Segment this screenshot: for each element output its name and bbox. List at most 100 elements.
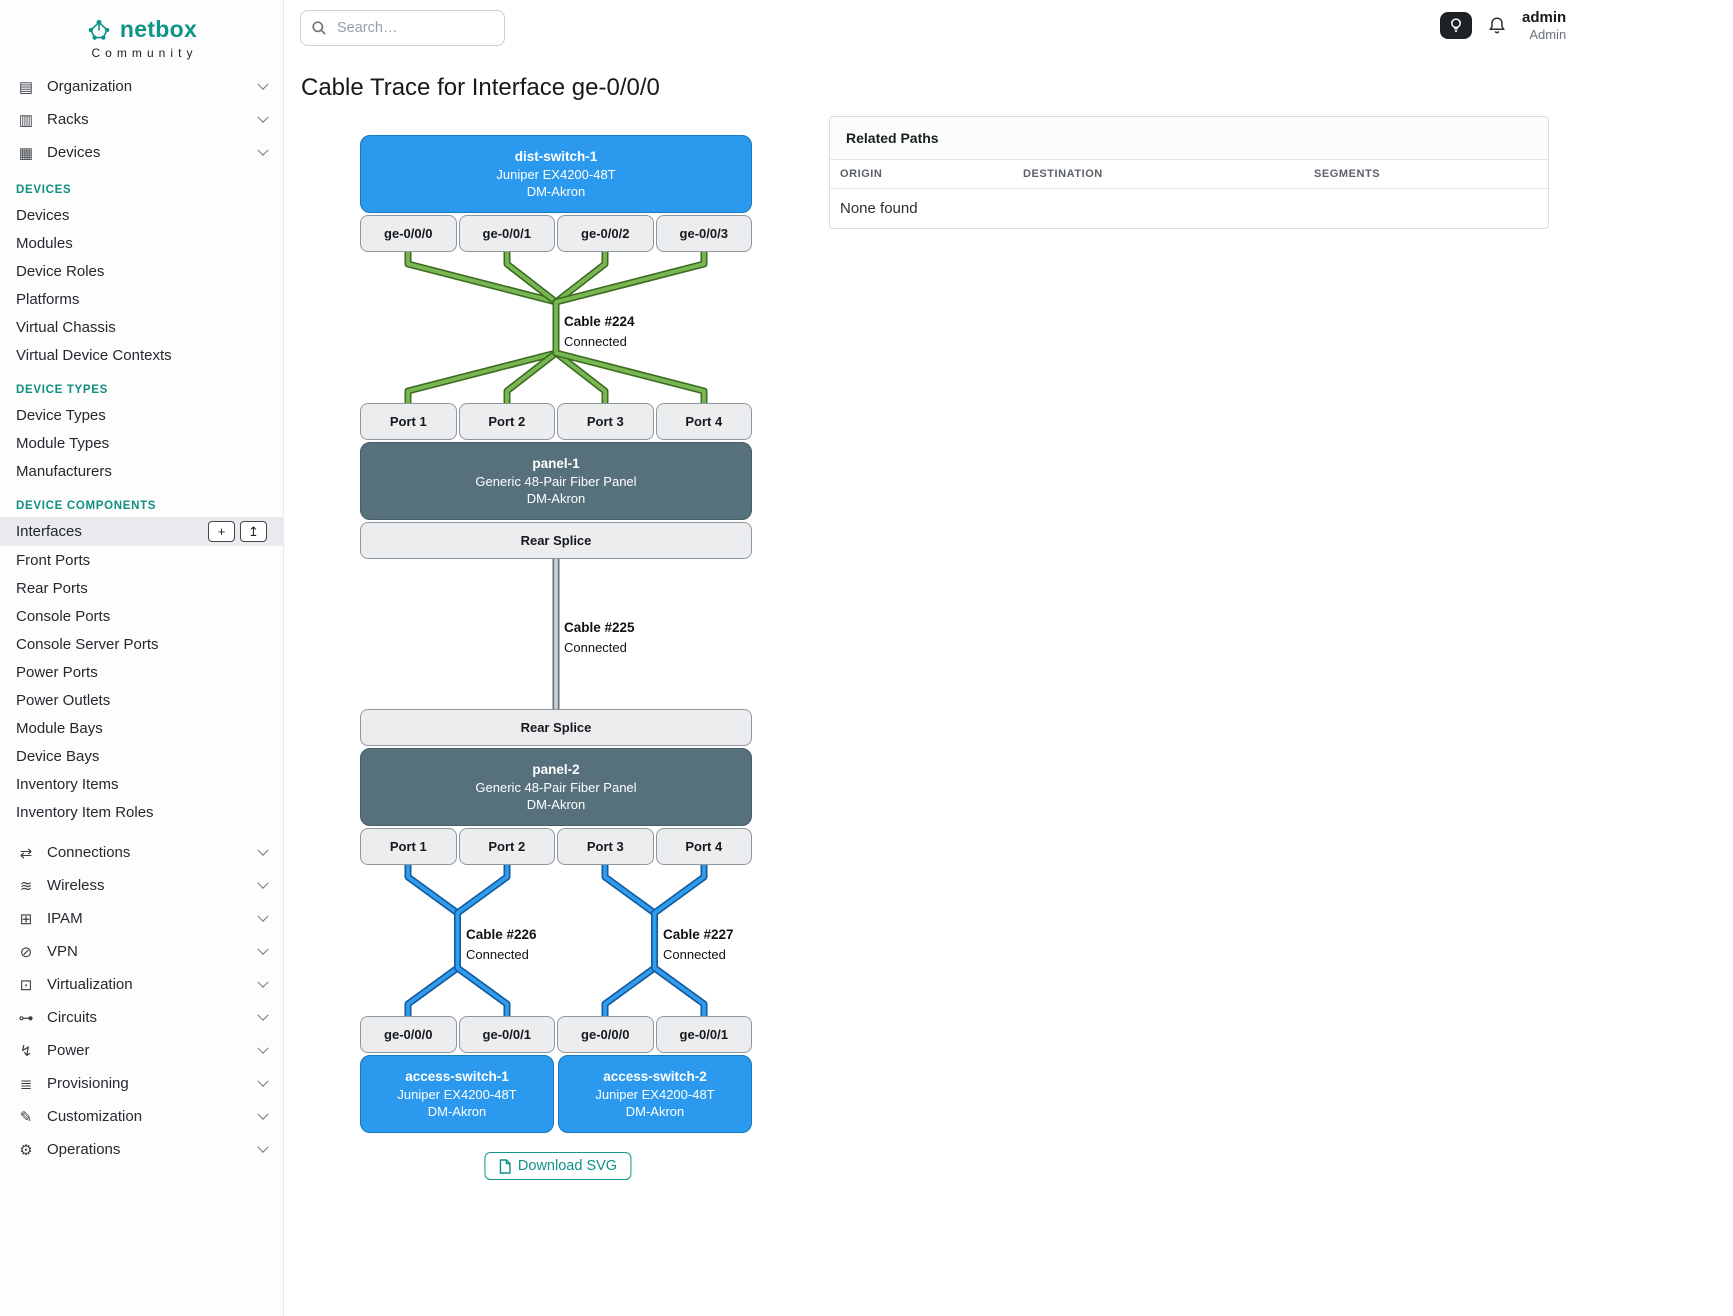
device-node-panel-2[interactable]: panel-2 Generic 48-Pair Fiber Panel DM-A… (360, 748, 752, 826)
rear-port-box[interactable]: Rear Splice (360, 709, 752, 746)
front-port-box[interactable]: Port 1 (360, 828, 457, 865)
sidebar-item-platforms[interactable]: Platforms (16, 290, 80, 308)
download-svg-button[interactable]: Download SVG (483, 1152, 632, 1180)
cable-status: Connected (663, 947, 726, 962)
sidebar-item-inventory-item-roles[interactable]: Inventory Item Roles (16, 803, 154, 821)
sidebar-group-circuits[interactable]: ⊶ Circuits (0, 1001, 283, 1034)
cable-label-224[interactable]: Cable #224 Connected (564, 312, 635, 352)
interface-box[interactable]: ge-0/0/0 (360, 215, 457, 252)
front-port-box[interactable]: Port 1 (360, 403, 457, 440)
sidebar-group-operations[interactable]: ⚙ Operations (0, 1133, 283, 1166)
circuits-icon: ⊶ (18, 1009, 34, 1027)
sidebar-group-label: Wireless (47, 877, 105, 894)
cable-status: Connected (564, 640, 627, 655)
front-port-box[interactable]: Port 3 (557, 828, 654, 865)
sidebar-section-device-types: DEVICE TYPES (16, 384, 108, 396)
cable-label-226[interactable]: Cable #226 Connected (466, 925, 537, 965)
interface-box[interactable]: ge-0/0/1 (458, 215, 555, 252)
sidebar-item-virtual-device-contexts[interactable]: Virtual Device Contexts (16, 346, 172, 364)
dark-mode-toggle-button[interactable] (1440, 12, 1472, 39)
device-name: access-switch-2 (603, 1069, 707, 1084)
search-icon (312, 21, 326, 35)
netbox-logo[interactable]: netbox (0, 12, 283, 43)
device-node-access-switch-2[interactable]: access-switch-2 Juniper EX4200-48T DM-Ak… (558, 1055, 752, 1133)
front-port-box[interactable]: Port 2 (458, 403, 555, 440)
sidebar-item-rear-ports[interactable]: Rear Ports (16, 579, 88, 597)
sidebar-group-wireless[interactable]: ≋ Wireless (0, 869, 283, 902)
wireless-icon: ≋ (19, 877, 33, 895)
file-download-icon (499, 1158, 511, 1174)
sidebar-item-console-server-ports[interactable]: Console Server Ports (16, 635, 159, 653)
sidebar-group-connections[interactable]: ⇄ Connections (0, 836, 283, 869)
device-node-panel-1[interactable]: panel-1 Generic 48-Pair Fiber Panel DM-A… (360, 442, 752, 520)
sidebar-group-ipam[interactable]: ⊞ IPAM (0, 902, 283, 935)
sidebar-item-console-ports[interactable]: Console Ports (16, 607, 111, 625)
sidebar-item-modules[interactable]: Modules (16, 234, 73, 252)
devices-icon: ▦ (18, 144, 34, 162)
sidebar-item-manufacturers[interactable]: Manufacturers (16, 462, 112, 480)
device-node-dist-switch-1[interactable]: dist-switch-1 Juniper EX4200-48T DM-Akro… (360, 135, 752, 213)
sidebar-item-device-roles[interactable]: Device Roles (16, 262, 105, 280)
cable-label-225[interactable]: Cable #225 Connected (564, 618, 635, 658)
interface-box[interactable]: ge-0/0/2 (557, 215, 654, 252)
provisioning-icon: ≣ (19, 1075, 33, 1093)
chevron-down-icon (257, 844, 269, 856)
sidebar-group-customization[interactable]: ✎ Customization (0, 1100, 283, 1133)
organization-icon: ▤ (18, 78, 34, 96)
chevron-down-icon (257, 1075, 269, 1087)
sidebar-item-module-bays[interactable]: Module Bays (16, 719, 103, 737)
sidebar-item-front-ports[interactable]: Front Ports (16, 551, 91, 569)
sidebar-group-organization[interactable]: ▤ Organization (0, 70, 283, 103)
customization-icon: ✎ (19, 1108, 33, 1126)
device-site: DM-Akron (526, 184, 586, 199)
sidebar-item-module-types[interactable]: Module Types (16, 434, 110, 452)
rear-port-box[interactable]: Rear Splice (360, 522, 752, 559)
sidebar-group-label: Operations (47, 1141, 121, 1158)
cable-name: Cable #226 (466, 927, 537, 942)
interface-box[interactable]: ge-0/0/1 (458, 1016, 555, 1053)
sidebar-group-vpn[interactable]: ⊘ VPN (0, 935, 283, 968)
device-node-access-switch-1[interactable]: access-switch-1 Juniper EX4200-48T DM-Ak… (360, 1055, 554, 1133)
chevron-down-icon (257, 1141, 269, 1153)
sidebar-group-racks[interactable]: ▥ Racks (0, 103, 283, 136)
cable-name: Cable #225 (564, 620, 635, 635)
sidebar-item-interfaces[interactable]: Interfaces + ↥ (0, 517, 283, 546)
import-interfaces-button[interactable]: ↥ (240, 521, 267, 542)
chevron-down-icon (257, 78, 269, 90)
interface-box[interactable]: ge-0/0/1 (655, 1016, 752, 1053)
sidebar-group-power[interactable]: ↯ Power (0, 1034, 283, 1067)
front-port-box[interactable]: Port 4 (655, 403, 752, 440)
sidebar-group-provisioning[interactable]: ≣ Provisioning (0, 1067, 283, 1100)
add-interfaces-button[interactable]: + (208, 521, 235, 542)
sidebar-group-label: Devices (47, 144, 101, 161)
sidebar-item-power-outlets[interactable]: Power Outlets (16, 691, 111, 709)
interface-box[interactable]: ge-0/0/3 (655, 215, 752, 252)
user-menu[interactable]: admin Admin (1522, 9, 1566, 42)
sidebar-group-label: Circuits (47, 1009, 98, 1026)
sidebar-item-devices[interactable]: Devices (16, 206, 70, 224)
interface-box[interactable]: ge-0/0/0 (557, 1016, 654, 1053)
lightbulb-icon (1451, 18, 1461, 32)
brand-name: netbox (119, 16, 198, 42)
cable-label-227[interactable]: Cable #227 Connected (663, 925, 734, 965)
notifications-button[interactable] (1487, 16, 1507, 36)
cable-name: Cable #224 (564, 314, 635, 329)
front-port-box[interactable]: Port 3 (557, 403, 654, 440)
column-header-segments: SEGMENTS (1304, 160, 1548, 189)
chevron-down-icon (257, 1009, 269, 1021)
sidebar-item-virtual-chassis[interactable]: Virtual Chassis (16, 318, 116, 336)
interface-box[interactable]: ge-0/0/0 (360, 1016, 457, 1053)
sidebar-item-power-ports[interactable]: Power Ports (16, 663, 98, 681)
power-icon: ↯ (19, 1042, 33, 1060)
sidebar-item-device-bays[interactable]: Device Bays (16, 747, 100, 765)
sidebar-group-devices[interactable]: ▦ Devices (0, 136, 283, 169)
front-port-box[interactable]: Port 2 (458, 828, 555, 865)
sidebar-item-device-types[interactable]: Device Types (16, 406, 106, 424)
sidebar-group-virtualization[interactable]: ⊡ Virtualization (0, 968, 283, 1001)
connections-icon: ⇄ (19, 844, 33, 862)
sidebar-section-device-components: DEVICE COMPONENTS (16, 500, 157, 512)
front-port-box[interactable]: Port 4 (655, 828, 752, 865)
device-model: Generic 48-Pair Fiber Panel (475, 473, 637, 489)
search-input[interactable] (300, 10, 505, 46)
sidebar-item-inventory-items[interactable]: Inventory Items (16, 775, 119, 793)
